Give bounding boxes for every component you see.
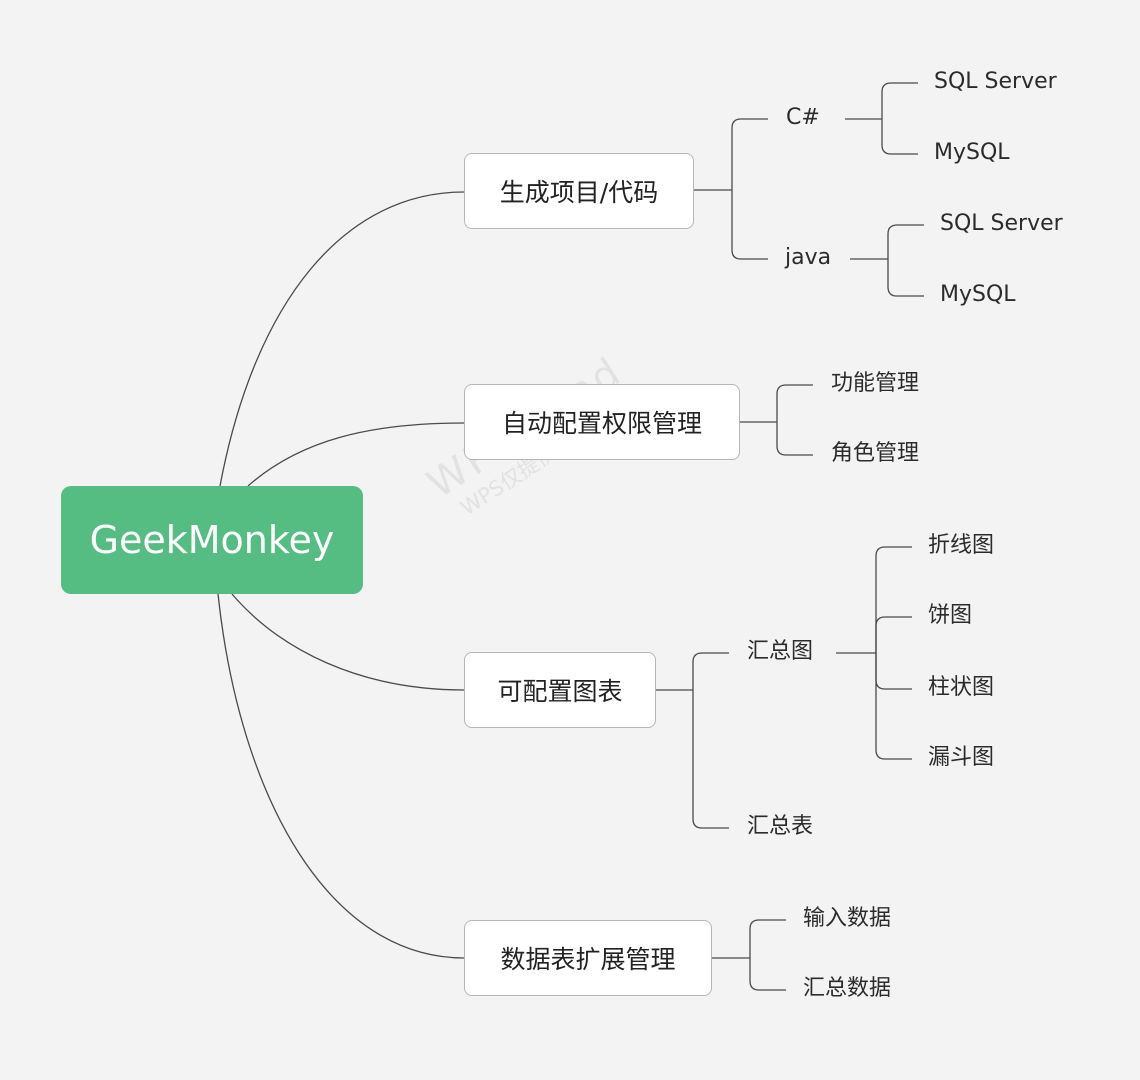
- connector-branch4-input: [749, 919, 786, 958]
- branch-node-table-extension[interactable]: 数据表扩展管理: [464, 920, 712, 996]
- connector-root-branch-4: [217, 593, 465, 959]
- connector-branch2-function: [776, 384, 813, 422]
- connector-csharp-sqlserver: [881, 82, 918, 119]
- branch-node-generate-project[interactable]: 生成项目/代码: [464, 153, 694, 229]
- node-bar-chart[interactable]: 柱状图: [928, 675, 995, 700]
- node-summary-chart[interactable]: 汇总图: [747, 639, 814, 664]
- connector-csharp-mysql: [881, 119, 918, 155]
- root-node[interactable]: GeekMonkey: [61, 486, 363, 594]
- connector-root-branch-3: [231, 593, 465, 691]
- node-function-management[interactable]: 功能管理: [831, 371, 920, 396]
- connector-chart-bar: [875, 653, 912, 690]
- connector-root-branch-2: [247, 422, 465, 487]
- connector-chart-line: [875, 546, 912, 653]
- node-role-management[interactable]: 角色管理: [831, 441, 920, 466]
- connector-branch4-summary: [749, 958, 786, 991]
- node-input-data[interactable]: 输入数据: [803, 906, 892, 931]
- node-summary-data[interactable]: 汇总数据: [803, 976, 892, 1001]
- connector-branch3-table: [692, 690, 729, 829]
- branch-node-label: 可配置图表: [497, 677, 623, 706]
- node-c-sharp[interactable]: C#: [786, 105, 820, 130]
- connector-chart-pie: [875, 616, 912, 653]
- node-java[interactable]: java: [785, 245, 832, 270]
- node-csharp-sqlserver[interactable]: SQL Server: [934, 69, 1057, 94]
- node-java-sqlserver[interactable]: SQL Server: [940, 211, 1063, 236]
- connector-branch1-c-sharp: [731, 118, 768, 190]
- node-java-mysql[interactable]: MySQL: [940, 282, 1016, 307]
- connector-java-mysql: [887, 259, 924, 297]
- branch-node-configurable-charts[interactable]: 可配置图表: [464, 652, 656, 728]
- branch-node-permission-management[interactable]: 自动配置权限管理: [464, 384, 740, 460]
- branch-node-label: 生成项目/代码: [499, 178, 659, 207]
- node-summary-table[interactable]: 汇总表: [747, 814, 814, 839]
- connector-root-branch-1: [219, 191, 465, 487]
- connector-branch3-chart: [692, 652, 729, 690]
- branch-node-label: 自动配置权限管理: [501, 409, 702, 438]
- node-csharp-mysql[interactable]: MySQL: [934, 140, 1010, 165]
- node-line-chart[interactable]: 折线图: [928, 533, 995, 558]
- connector-chart-funnel: [875, 653, 912, 760]
- branch-node-label: 数据表扩展管理: [500, 945, 676, 974]
- connector-java-sqlserver: [887, 224, 924, 259]
- root-node-label: GeekMonkey: [89, 518, 335, 562]
- connector-branch1-java: [731, 190, 768, 260]
- node-funnel-chart[interactable]: 漏斗图: [928, 745, 995, 770]
- node-pie-chart[interactable]: 饼图: [928, 603, 973, 628]
- connector-branch2-role: [776, 422, 813, 456]
